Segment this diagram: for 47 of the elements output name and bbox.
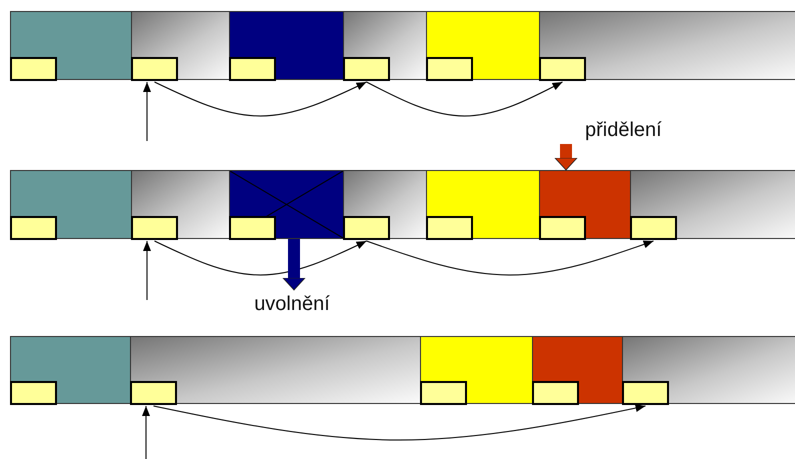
block-header [343, 57, 390, 81]
block-header [10, 216, 57, 240]
block-arrow [282, 239, 306, 290]
memory-block [622, 336, 795, 404]
memory-block [10, 336, 131, 404]
memory-block [420, 336, 533, 404]
link-arrow [366, 240, 654, 276]
block-header [630, 216, 677, 240]
block-header [10, 381, 57, 405]
block-header [426, 216, 473, 240]
memory-block [532, 336, 623, 404]
memory-block [343, 170, 427, 239]
memory-block [131, 170, 230, 239]
block-arrow [554, 144, 578, 170]
memory-block [343, 11, 427, 80]
block-header [532, 381, 579, 405]
pointer-arrow [143, 240, 151, 300]
block-header [426, 57, 473, 81]
block-header [539, 57, 586, 81]
block-header [229, 216, 276, 240]
block-header [131, 57, 178, 81]
memory-block [229, 11, 344, 80]
action-label: uvolnění [236, 290, 348, 320]
memory-block [426, 170, 540, 239]
action-label: přidělení [555, 116, 700, 144]
block-header [229, 57, 276, 81]
memory-block [130, 336, 421, 404]
pointer-arrow [143, 82, 151, 142]
link-arrow [154, 82, 367, 116]
memory-block [630, 170, 795, 239]
link-arrow [154, 240, 367, 276]
link-arrow [366, 82, 563, 116]
memory-block [10, 170, 132, 239]
block-header [622, 381, 669, 405]
memory-block [426, 11, 540, 80]
pointer-arrow [142, 406, 150, 459]
block-header [131, 216, 178, 240]
memory-block [539, 11, 795, 80]
memory-block [131, 11, 230, 80]
link-arrow [153, 404, 646, 440]
block-header [420, 381, 467, 405]
block-header [343, 216, 390, 240]
block-header [130, 381, 177, 405]
memory-block [10, 11, 132, 80]
memory-block [539, 170, 631, 239]
block-header [539, 216, 586, 240]
block-header [10, 57, 57, 81]
